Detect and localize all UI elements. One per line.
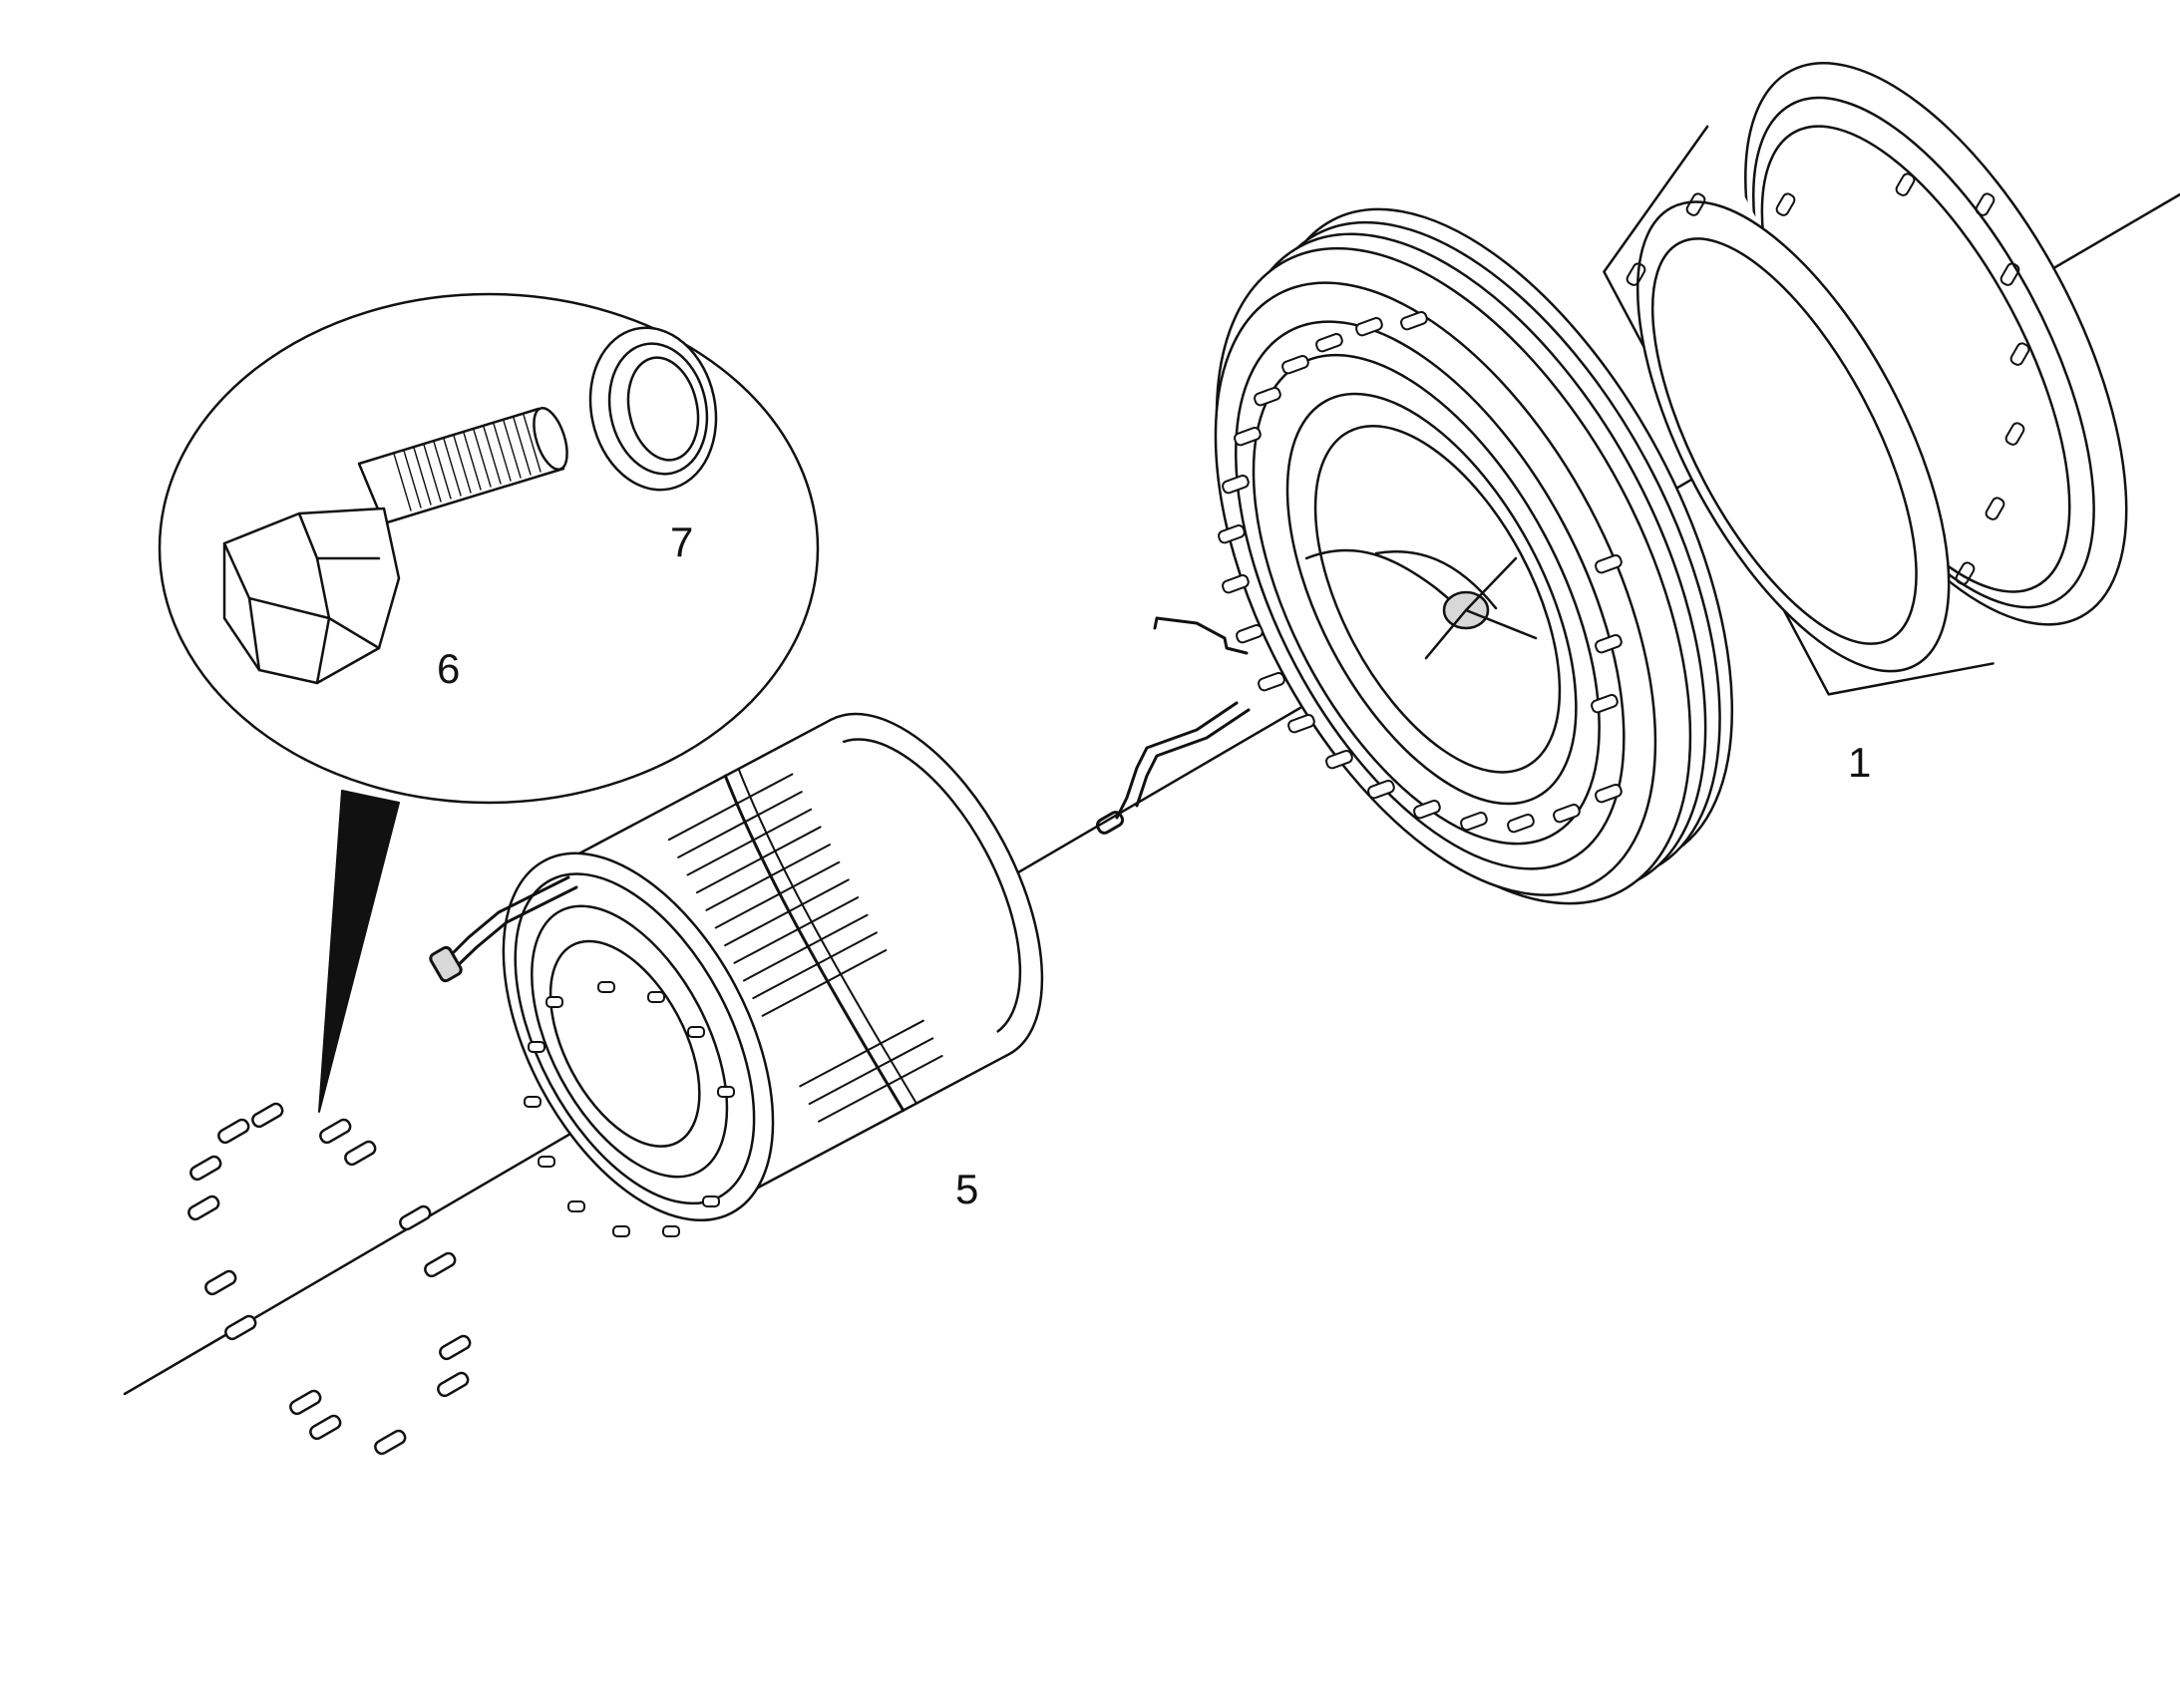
- callout-label-6: 6: [437, 645, 461, 692]
- hex-bolt-detail: [222, 407, 568, 685]
- callout-label-7: 7: [670, 518, 694, 565]
- planet-carrier-assembly: [429, 712, 1044, 1237]
- wheel-hub-assembly: [1095, 62, 2128, 905]
- bolt-set: [187, 1102, 472, 1456]
- callout-label-5: 5: [955, 1166, 979, 1212]
- washer-detail: [588, 326, 718, 492]
- callout-label-1: 1: [1848, 739, 1872, 786]
